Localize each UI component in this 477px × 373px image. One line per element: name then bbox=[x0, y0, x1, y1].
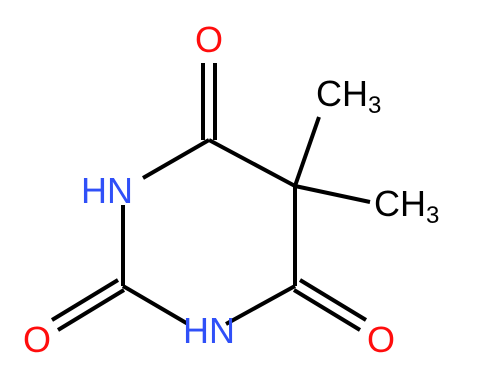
bond-c6-o-a bbox=[298, 278, 368, 322]
bond-c4-n3 bbox=[142, 138, 210, 180]
atom-oxygen-right: O bbox=[367, 319, 395, 360]
methyl-top-main: CH bbox=[316, 73, 368, 114]
atom-oxygen-left: O bbox=[23, 319, 51, 360]
bond-c5-me-right bbox=[294, 184, 371, 204]
atom-nh-upper: HN bbox=[81, 170, 133, 211]
bond-c4-c5 bbox=[208, 138, 296, 188]
atom-methyl-right: CH3 bbox=[374, 183, 439, 229]
methyl-top-subscript: 3 bbox=[368, 92, 381, 119]
bond-c5-me-top bbox=[293, 116, 321, 187]
atom-methyl-top: CH3 bbox=[316, 73, 381, 119]
methyl-right-subscript: 3 bbox=[426, 202, 439, 229]
bond-c2-o-b bbox=[56, 288, 126, 332]
atom-nh-lower: HN bbox=[183, 310, 235, 351]
atom-oxygen-top: O bbox=[195, 19, 223, 60]
bond-n1-c2 bbox=[121, 284, 190, 326]
bond-c2-o-a bbox=[50, 278, 120, 322]
bonds bbox=[50, 63, 371, 332]
bond-c6-n1 bbox=[225, 284, 296, 326]
atom-labels: O HN HN O O CH3 CH3 bbox=[23, 19, 439, 360]
methyl-right-main: CH bbox=[374, 183, 426, 224]
bond-c6-o-b bbox=[292, 288, 362, 332]
